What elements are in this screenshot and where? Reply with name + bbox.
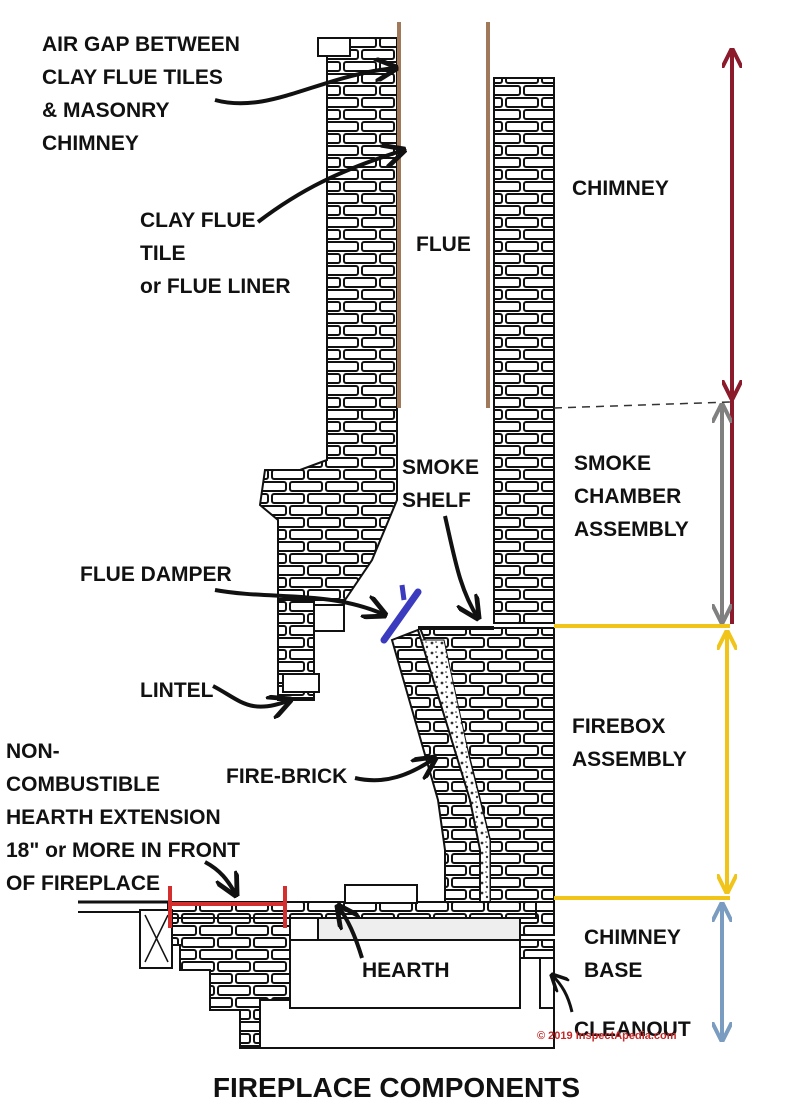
flue-damper-leader-arrow xyxy=(214,588,385,615)
air-gap-leader-arrow xyxy=(214,68,396,106)
lintel-leader-arrow xyxy=(212,684,290,707)
hearth-extension-leader-arrow xyxy=(204,860,236,895)
hearth-and-base xyxy=(78,884,555,1049)
left-chimney-wall xyxy=(317,37,398,411)
fire-brick-leader-arrow xyxy=(354,758,435,783)
copyright-notice: © 2019 InspectApedia.com xyxy=(537,1030,677,1042)
smoke-chamber-guide-line xyxy=(553,401,731,409)
flue-label: FLUE xyxy=(416,233,471,256)
damper-plate xyxy=(380,588,422,644)
chimney-label: CHIMNEY xyxy=(572,177,669,200)
diagram-title: FIREPLACE COMPONENTS xyxy=(212,1072,581,1103)
flue-damper-label: FLUE DAMPER xyxy=(80,563,232,586)
fire-brick-label: FIRE-BRICK xyxy=(226,765,348,788)
lintel-column xyxy=(277,599,345,701)
hearth-leader-arrow xyxy=(338,906,364,959)
smoke-shelf-leader-arrow xyxy=(443,515,478,618)
cleanout-leader-arrow xyxy=(552,975,574,1013)
damper-tab xyxy=(399,584,407,601)
hearth-extension-marker xyxy=(168,886,287,928)
smoke-chamber-bricks xyxy=(258,409,398,601)
lintel-label: LINTEL xyxy=(140,679,214,702)
flue-tile-leader-arrow xyxy=(256,150,404,224)
hearth-label: HEARTH xyxy=(362,959,450,982)
right-chimney-wall xyxy=(493,77,555,624)
cleanout-label: CLEANOUT xyxy=(574,1018,691,1041)
